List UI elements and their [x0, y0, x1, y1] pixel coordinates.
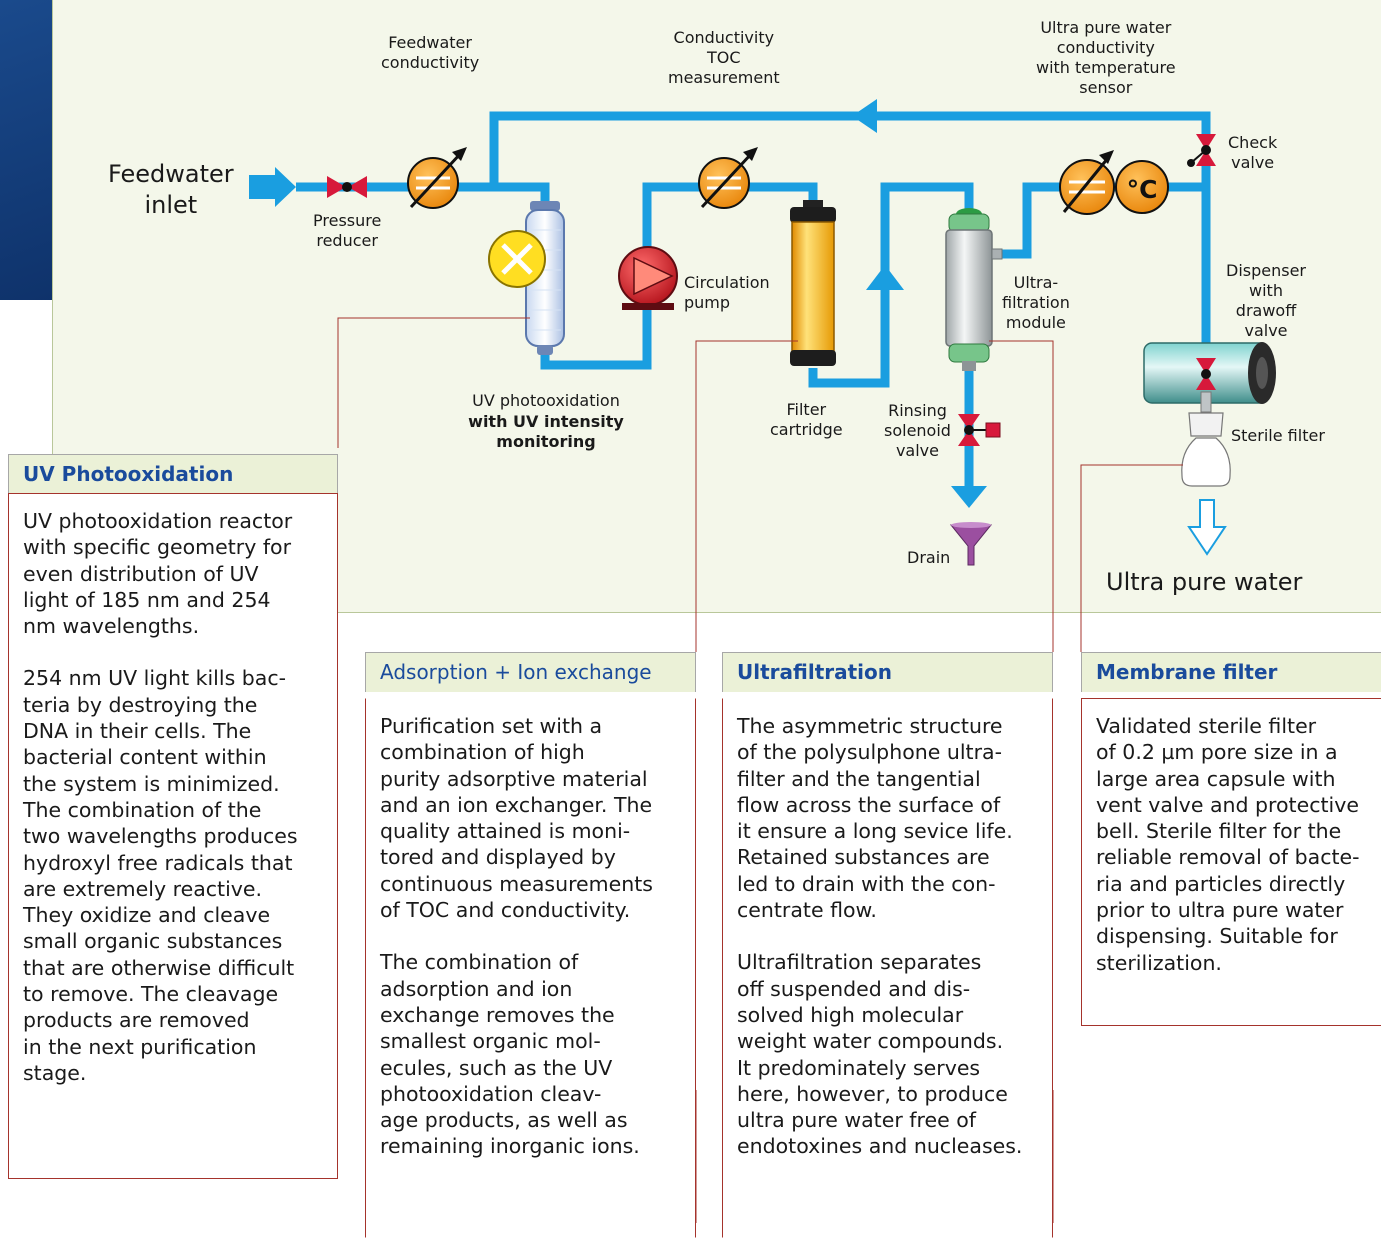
panel-membrane-title: Membrane filter	[1081, 652, 1381, 692]
circulation-pump	[618, 246, 678, 310]
leader-lines	[337, 317, 1183, 1223]
flow-arrow-up	[866, 265, 904, 290]
panel-adsorption-title: Adsorption + Ion exchange	[365, 652, 696, 692]
pipe-recirculation-return	[489, 111, 1211, 187]
panel-uv-title: UV Photooxidation	[8, 454, 338, 494]
panel-ultrafiltration-title: Ultrafiltration	[722, 652, 1053, 692]
drain-funnel	[949, 522, 993, 566]
flow-arrow-drain	[951, 486, 987, 508]
label-ultrapure-conductivity: Ultra pure water conductivity with tempe…	[1036, 18, 1176, 97]
panel-adsorption-paragraph-2: The combination of adsorption and ion ex…	[380, 950, 640, 1159]
uv-lamp-icon	[488, 230, 546, 288]
sterile-filter	[1181, 412, 1231, 487]
outlet-arrow	[1187, 499, 1227, 556]
temperature-symbol: °C	[1127, 175, 1158, 204]
panel-uv-paragraph-2: 254 nm UV light kills bac- teria by dest…	[23, 666, 298, 1085]
panel-membrane-body: Validated sterile filter of 0.2 µm pore …	[1081, 698, 1381, 1026]
pipe-inlet	[296, 182, 550, 203]
leader-membrane	[1080, 464, 1183, 652]
panel-adsorption-paragraph-1: Purification set with a combination of h…	[380, 714, 653, 923]
flow-arrow-return	[852, 99, 877, 133]
leader-uv	[337, 317, 530, 448]
panel-membrane-paragraph-1: Validated sterile filter of 0.2 µm pore …	[1096, 714, 1360, 975]
toc-conductivity-gauge	[698, 147, 758, 209]
panel-adsorption-body: Purification set with a combination of h…	[365, 698, 696, 1238]
label-rinsing-valve: Rinsing solenoid valve	[884, 401, 951, 460]
leader-adsorption	[695, 340, 798, 652]
panel-ultrafiltration-paragraph-1: The asymmetric structure of the polysulp…	[737, 714, 1013, 923]
panel-ultrafiltration-body: The asymmetric structure of the polysulp…	[722, 698, 1053, 1238]
label-pressure-reducer: Pressure reducer	[313, 211, 382, 250]
label-circulation-pump: Circulation pump	[684, 273, 770, 312]
panel-ultrafiltration-paragraph-2: Ultrafiltration separates off suspended …	[737, 950, 1023, 1159]
leader-ultrafiltration	[989, 340, 1054, 652]
pipe-uf-to-dispenser	[992, 182, 1211, 350]
temperature-sensor: °C	[1115, 160, 1169, 214]
label-ultra-pure-water: Ultra pure water	[1106, 568, 1303, 596]
panel-uv-body: UV photooxidation reactor with specific …	[8, 493, 338, 1179]
label-feedwater-conductivity: Feedwater conductivity	[381, 33, 480, 72]
panel-uv-paragraph-1: UV photooxidation reactor with specific …	[23, 509, 293, 639]
label-feedwater-inlet: Feedwater inlet	[108, 160, 234, 219]
label-uv-photooxidation: UV photooxidation	[472, 391, 620, 410]
pressure-reducer-valve	[327, 176, 367, 198]
rinsing-solenoid-valve	[958, 414, 1001, 446]
label-sterile-filter: Sterile filter	[1231, 426, 1325, 445]
ultrapure-conductivity-gauge	[1059, 150, 1115, 215]
label-drain: Drain	[907, 548, 951, 567]
label-dispenser: Dispenser with drawoff valve	[1226, 261, 1306, 340]
label-ultrafiltration-module: Ultra- filtration module	[1002, 273, 1070, 332]
drawoff-valve	[1196, 358, 1216, 413]
flow-arrow-inlet	[249, 167, 296, 207]
label-conductivity-toc: Conductivity TOC measurement	[668, 28, 780, 87]
label-check-valve: Check valve	[1228, 133, 1278, 172]
ultrafiltration-module	[945, 208, 1003, 371]
filter-cartridge	[790, 200, 836, 366]
pipe-uv-to-pump	[540, 182, 818, 370]
check-valve	[1187, 134, 1216, 167]
label-filter-cartridge: Filter cartridge	[770, 400, 843, 439]
feedwater-conductivity-gauge	[407, 147, 467, 209]
label-uv-intensity: with UV intensity monitoring	[468, 412, 624, 451]
